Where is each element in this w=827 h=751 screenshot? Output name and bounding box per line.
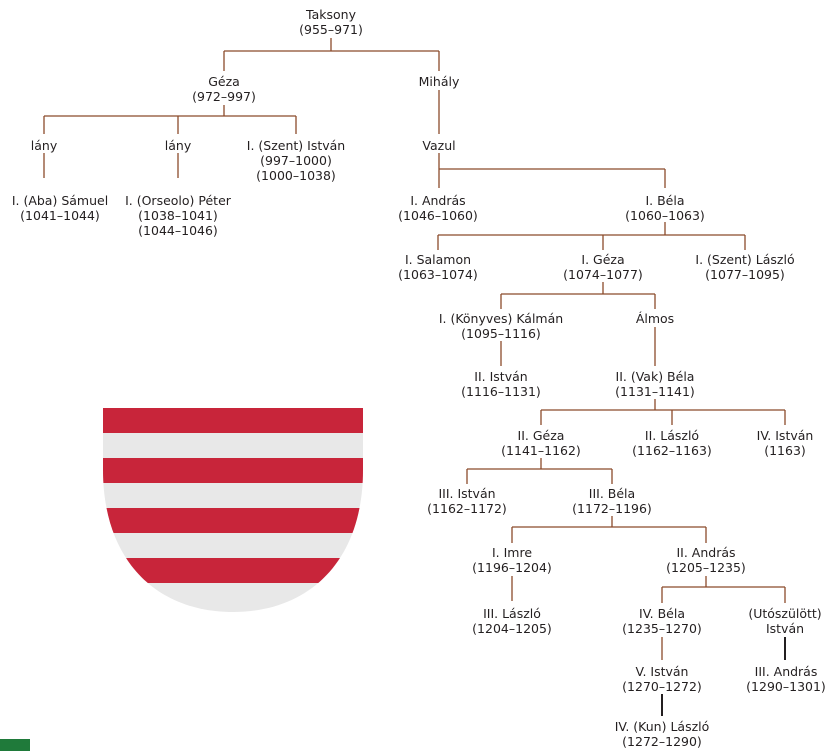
node-bela-1: I. Béla(1060–1063) bbox=[625, 193, 705, 223]
years: (1116–1131) bbox=[461, 384, 541, 399]
years: (1205–1235) bbox=[666, 560, 746, 575]
shield-stripe bbox=[103, 558, 363, 583]
node-laszlo-3: III. László(1204–1205) bbox=[472, 606, 552, 636]
name: II. (Vak) Béla bbox=[615, 369, 695, 384]
node-andras-2: II. András(1205–1235) bbox=[666, 545, 746, 575]
name: I. Béla bbox=[645, 193, 685, 208]
name: I. (Szent) László bbox=[695, 252, 795, 267]
years: (1063–1074) bbox=[398, 267, 478, 282]
years: (1235–1270) bbox=[622, 621, 702, 636]
years: (1172–1196) bbox=[572, 501, 652, 516]
name: (Utószülött) bbox=[748, 606, 822, 621]
node-bela-3: III. Béla(1172–1196) bbox=[572, 486, 652, 516]
years: (997–1000) bbox=[260, 153, 332, 168]
node-taksony: Taksony(955–971) bbox=[299, 7, 363, 37]
name: Géza bbox=[208, 74, 240, 89]
node-bela-4: IV. Béla(1235–1270) bbox=[622, 606, 702, 636]
years: (1270–1272) bbox=[622, 679, 702, 694]
years: (1046–1060) bbox=[398, 208, 478, 223]
node-utoszulott-istvan: (Utószülött)István bbox=[748, 606, 821, 636]
node-almos: Álmos bbox=[636, 311, 674, 326]
years: István bbox=[765, 621, 805, 636]
name: I. (Könyves) Kálmán bbox=[438, 311, 564, 326]
name: IV. István bbox=[756, 428, 814, 443]
years: (1131–1141) bbox=[615, 384, 695, 399]
years: (1204–1205) bbox=[472, 621, 552, 636]
name: I. András bbox=[410, 193, 466, 208]
name: I. Géza bbox=[581, 252, 625, 267]
name: lány bbox=[164, 138, 192, 153]
node-istvan-4: IV. István(1163) bbox=[757, 428, 814, 458]
years: (1074–1077) bbox=[563, 267, 643, 282]
name: II. László bbox=[644, 428, 700, 443]
name: I. (Aba) Sámuel bbox=[11, 193, 109, 208]
node-geza-2: II. Géza(1141–1162) bbox=[501, 428, 581, 458]
node-geza-1: I. Géza(1074–1077) bbox=[563, 252, 643, 282]
node-mihaly: Mihály bbox=[419, 74, 460, 89]
name: Taksony bbox=[306, 7, 356, 22]
node-salamon: I. Salamon(1063–1074) bbox=[398, 252, 478, 282]
node-geza: Géza(972–997) bbox=[192, 74, 256, 104]
name: I. Imre bbox=[491, 545, 533, 560]
node-laszlo-2: II. László(1162–1163) bbox=[632, 428, 712, 458]
node-istvan-5: V. István(1270–1272) bbox=[622, 664, 702, 694]
node-lany-1: lány bbox=[31, 138, 57, 153]
node-szent-istvan: I. (Szent) István(997–1000)(1000–1038) bbox=[247, 138, 345, 183]
years: (955–971) bbox=[299, 22, 363, 37]
years: (1162–1163) bbox=[632, 443, 712, 458]
name: I. Salamon bbox=[404, 252, 472, 267]
years-2: (1000–1038) bbox=[256, 168, 336, 183]
years-2: (1044–1046) bbox=[138, 223, 218, 238]
name: III. Béla bbox=[588, 486, 636, 501]
years: (1141–1162) bbox=[501, 443, 581, 458]
name: Álmos bbox=[635, 311, 675, 326]
node-vak-bela: II. (Vak) Béla(1131–1141) bbox=[615, 369, 695, 399]
node-andras-3: III. András(1290–1301) bbox=[746, 664, 826, 694]
node-istvan-2: II. István(1116–1131) bbox=[461, 369, 541, 399]
node-vazul: Vazul bbox=[422, 138, 455, 153]
node-lany-2: lány bbox=[165, 138, 191, 153]
node-szent-laszlo: I. (Szent) László(1077–1095) bbox=[695, 252, 794, 282]
node-istvan-3: III. István(1162–1172) bbox=[427, 486, 507, 516]
years: (972–997) bbox=[192, 89, 256, 104]
name: V. István bbox=[635, 664, 689, 679]
shield-stripe bbox=[103, 508, 363, 533]
node-konyves-kalman: I. (Könyves) Kálmán(1095–1116) bbox=[439, 311, 563, 341]
years: (1060–1063) bbox=[625, 208, 705, 223]
corner-mark bbox=[0, 739, 30, 751]
name: II. István bbox=[474, 369, 528, 384]
years: (1038–1041) bbox=[138, 208, 218, 223]
name: Vazul bbox=[422, 138, 456, 153]
shield-stripe bbox=[103, 408, 363, 433]
name: I. (Szent) István bbox=[246, 138, 346, 153]
node-kun-laszlo: IV. (Kun) László(1272–1290) bbox=[615, 719, 710, 749]
name: II. Géza bbox=[517, 428, 565, 443]
years: (1196–1204) bbox=[472, 560, 552, 575]
name: Mihály bbox=[418, 74, 460, 89]
node-orseolo-peter: I. (Orseolo) Péter(1038–1041)(1044–1046) bbox=[125, 193, 231, 238]
node-imre: I. Imre(1196–1204) bbox=[472, 545, 552, 575]
shield-stripe bbox=[103, 458, 363, 483]
name: III. András bbox=[754, 664, 818, 679]
years: (1163) bbox=[764, 443, 806, 458]
years: (1162–1172) bbox=[427, 501, 507, 516]
name: II. András bbox=[676, 545, 736, 560]
node-andras-1: I. András(1046–1060) bbox=[398, 193, 478, 223]
name: I. (Orseolo) Péter bbox=[125, 193, 231, 208]
name: III. László bbox=[483, 606, 541, 621]
years: (1272–1290) bbox=[622, 734, 702, 749]
name: IV. Béla bbox=[639, 606, 685, 621]
node-aba-samuel: I. (Aba) Sámuel(1041–1044) bbox=[12, 193, 108, 223]
years: (1077–1095) bbox=[705, 267, 785, 282]
name: III. István bbox=[438, 486, 496, 501]
years: (1041–1044) bbox=[20, 208, 100, 223]
name: lány bbox=[30, 138, 58, 153]
years: (1095–1116) bbox=[461, 326, 541, 341]
years: (1290–1301) bbox=[746, 679, 826, 694]
name: IV. (Kun) László bbox=[614, 719, 710, 734]
